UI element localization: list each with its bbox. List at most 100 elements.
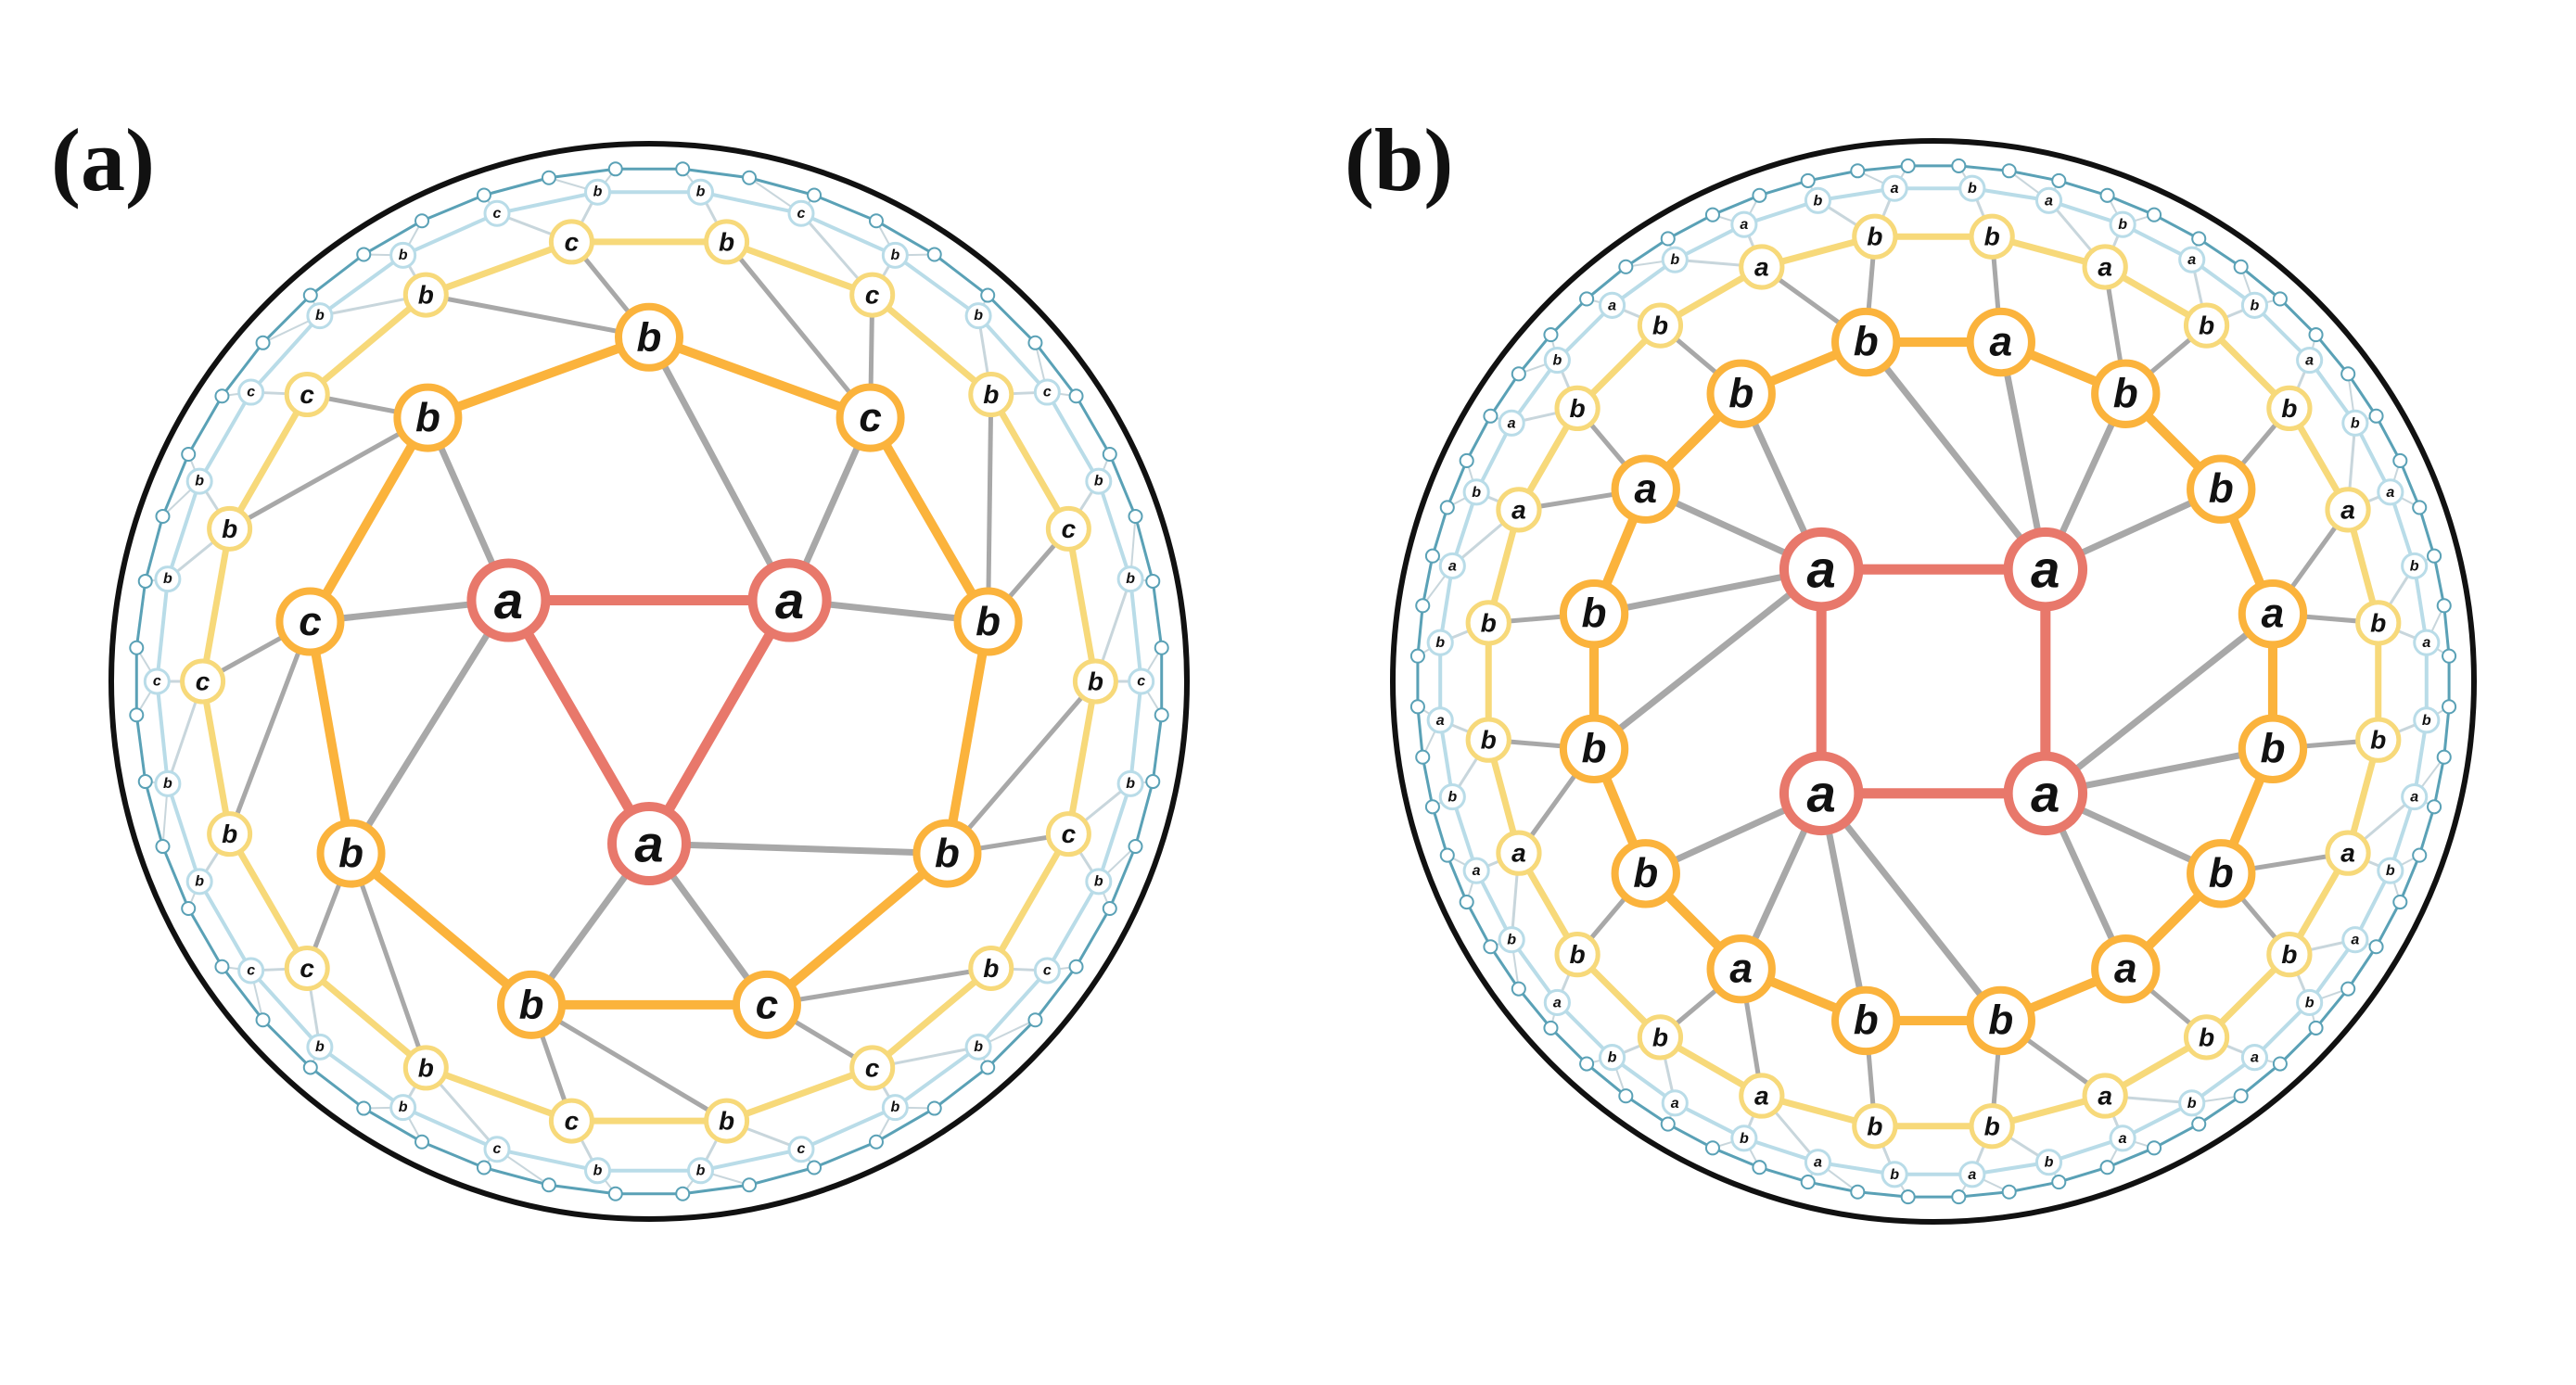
lattice-node (1409, 648, 1425, 664)
lattice-node-label: b (2386, 862, 2395, 879)
lattice-node (185, 467, 213, 495)
lattice-node-label: b (719, 1107, 734, 1136)
lattice-node-label: c (797, 1141, 806, 1157)
ring-4-edge (1465, 414, 1492, 463)
lattice-node-label: b (222, 820, 237, 848)
lattice-node-label: b (1867, 1112, 1882, 1140)
ring-4-edge (2375, 900, 2402, 948)
ring-4-edge (681, 167, 751, 180)
lattice-node-label: a (1754, 1082, 1769, 1111)
lattice-node (402, 272, 449, 318)
lattice-node-label: c (1043, 962, 1052, 978)
lattice-node (1116, 565, 1144, 593)
lattice-node (1637, 1014, 1684, 1061)
lattice-node-label: b (1890, 1166, 1899, 1183)
ring-2-edge (226, 831, 311, 972)
lattice-node (2003, 751, 2088, 836)
lattice-node-label: c (493, 206, 502, 222)
ring-4-edge (144, 780, 164, 848)
lattice-node-label: b (1728, 371, 1753, 416)
lattice-node (1128, 667, 1155, 695)
lattice-node (2401, 782, 2429, 811)
ring-2-edge (1065, 678, 1099, 838)
ring-3-edge (1045, 390, 1101, 484)
lattice-node (868, 1134, 884, 1150)
lattice-node (1660, 1116, 1676, 1132)
lattice-node-label: c (797, 206, 806, 222)
lattice-node (1459, 452, 1474, 468)
lattice-node (881, 1094, 909, 1122)
lattice-node-label: b (2305, 994, 2315, 1010)
lattice-node-label: a (2114, 947, 2137, 992)
disk-background (1393, 141, 2474, 1222)
ring-3-edge (495, 1147, 600, 1173)
lattice-node-label: b (399, 1099, 408, 1115)
lattice-node (1704, 1140, 1720, 1156)
lattice-node (1438, 782, 1466, 811)
lattice-node (881, 241, 909, 269)
ring-4-edge (2152, 1123, 2200, 1150)
lattice-node (2109, 1125, 2136, 1152)
lattice-node-label: b (1481, 726, 1497, 755)
ring-3-edge (198, 879, 253, 972)
lattice-node (1850, 163, 1866, 179)
lattice-node-label: a (2422, 634, 2430, 651)
ring-4-edge (420, 1140, 486, 1170)
lattice-node (2340, 366, 2356, 382)
lattice-node (143, 667, 171, 695)
ring-4-edge (160, 452, 190, 518)
lattice-node (1426, 706, 1454, 734)
lattice-node (1706, 934, 1776, 1004)
lattice-node (255, 1012, 271, 1028)
ring-3-edge (698, 1147, 803, 1173)
lattice-node (2392, 895, 2408, 910)
lattice-node-label: c (300, 954, 314, 983)
lattice-node (154, 565, 182, 593)
lattice-node (2355, 600, 2402, 646)
lattice-node (1958, 1161, 1986, 1188)
lattice-node (2187, 454, 2256, 524)
lattice-node-label: b (637, 314, 662, 360)
lattice-node (1554, 931, 1600, 978)
ring-0-edge (644, 595, 796, 849)
ring-2-edge (723, 1064, 876, 1125)
ring-4-edge (261, 294, 312, 345)
ring-4-edge (1624, 1094, 1670, 1126)
lattice-node (2183, 302, 2230, 349)
lattice-node (2051, 172, 2067, 188)
lattice-node (2355, 717, 2402, 763)
disk-boundary (108, 141, 1190, 1222)
lattice-node-label: a (2251, 1049, 2259, 1066)
lattice-node (1511, 981, 1526, 997)
lattice-spoke (348, 597, 512, 858)
lattice-node (389, 241, 417, 269)
ring-3-edge (1096, 479, 1133, 581)
lattice-node-label: a (2262, 591, 2285, 637)
lattice-node-label: b (222, 515, 237, 543)
lattice-node-label: b (2199, 311, 2214, 340)
lattice-node (704, 1098, 750, 1144)
lattice-node-label: b (1472, 484, 1481, 501)
lattice-node-label: b (2260, 726, 2285, 771)
lattice-node-label: b (1126, 776, 1135, 792)
lattice-node-label: b (890, 1099, 899, 1115)
ring-0-edge (503, 595, 655, 849)
lattice-node-label: b (1867, 222, 1882, 251)
lattice-node (964, 1033, 992, 1061)
lattice-node (1496, 830, 1542, 876)
lattice-node-label: c (299, 599, 321, 644)
lattice-node (129, 707, 145, 723)
lattice-node (1611, 454, 1680, 524)
ring-4-edge (547, 167, 618, 180)
lattice-node (548, 219, 594, 265)
lattice-node (1102, 447, 1117, 463)
lattice-node (2191, 231, 2207, 247)
lattice-node (1579, 291, 1595, 307)
lattice-node (1966, 985, 2035, 1056)
lattice-node (2034, 186, 2063, 214)
lattice-node (1085, 467, 1113, 495)
lattice-node (1415, 749, 1431, 765)
lattice-node (1438, 552, 1466, 580)
lattice-node-label: b (1582, 726, 1607, 771)
lattice-node-label: a (1634, 466, 1657, 512)
